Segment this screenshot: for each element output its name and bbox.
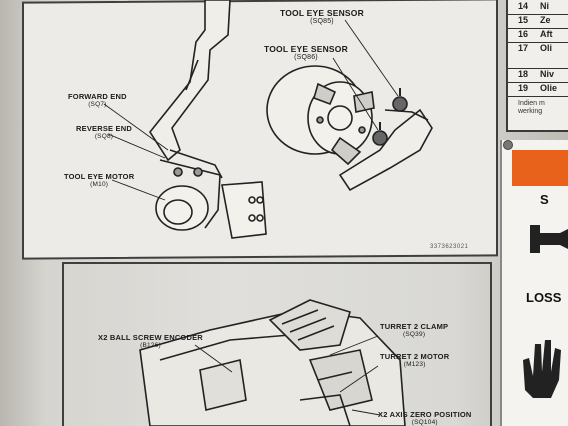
label-x2-ball-screw-encoder: X2 BALL SCREW ENCODER (B126) xyxy=(98,333,203,349)
label-tool-eye-sensor-sq85: TOOL EYE SENSOR (SQ85) xyxy=(280,8,364,25)
label-turret-2-motor: TURRET 2 MOTOR (M123) xyxy=(380,352,450,368)
label-tool-eye-motor: TOOL EYE MOTOR (M10) xyxy=(64,172,135,188)
table-note: Indien m werking xyxy=(518,100,545,115)
label-x2-axis-zero-position: X2 AXIS ZERO POSITION (SQ104) xyxy=(378,410,472,426)
hand-warning-icon xyxy=(523,340,561,398)
label-reverse-end: REVERSE END (SQ8) xyxy=(76,124,132,140)
part-number: 3373623021 xyxy=(430,244,469,250)
label-tool-eye-sensor-sq86: TOOL EYE SENSOR (SQ86) xyxy=(264,44,348,61)
machine-warning-icon xyxy=(530,225,568,253)
screw-icon xyxy=(503,140,513,150)
warning-orange-banner xyxy=(512,150,568,186)
bottom-schematic-panel xyxy=(62,262,492,426)
label-forward-end: FORWARD END (SQ7) xyxy=(68,92,127,108)
warning-text-a: S xyxy=(540,192,549,207)
label-turret-2-clamp: TURRET 2 CLAMP (SQ39) xyxy=(380,322,449,338)
warning-text-b: LOSS xyxy=(526,290,562,305)
